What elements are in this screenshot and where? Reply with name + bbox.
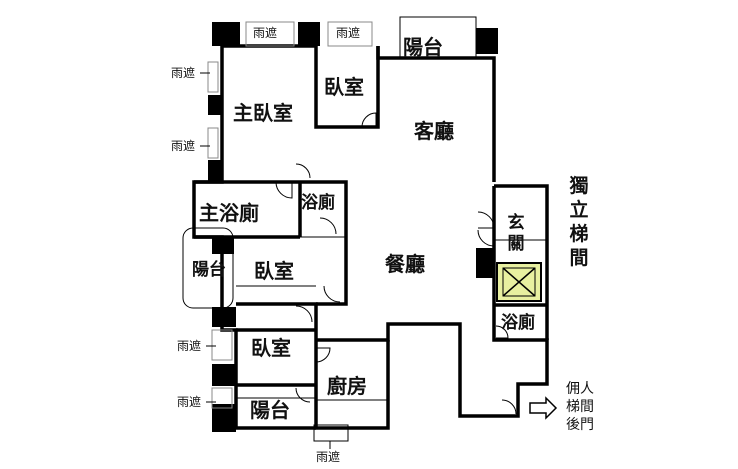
bedroom-top-label: 臥室 [324, 75, 364, 99]
elevator [496, 262, 542, 302]
foyer-label: 玄關 [507, 213, 525, 254]
exit-arrow [529, 396, 558, 420]
pillars [208, 22, 498, 432]
interior-lines [182, 16, 547, 442]
servant-stair-label: 佣人梯間後門 [566, 381, 594, 433]
awning-note-1: 雨遮 [253, 26, 278, 40]
balcony-top-label: 陽台 [403, 35, 443, 59]
windows [207, 21, 373, 409]
master-bath-label: 主浴廁 [199, 201, 259, 225]
bedroom-lower-label: 臥室 [251, 336, 291, 360]
note-pointers [200, 72, 331, 449]
door-swings [275, 112, 517, 415]
master-bedroom-label: 主臥室 [233, 101, 293, 125]
bedroom-middle-label: 臥室 [254, 259, 294, 283]
walls [192, 44, 549, 430]
awning-note-2: 雨遮 [336, 26, 361, 40]
awning-note-6: 雨遮 [177, 395, 202, 409]
kitchen-label: 廚房 [327, 374, 367, 398]
dining-room-label: 餐廳 [385, 252, 425, 276]
independent-stair-label: 獨立梯間 [569, 175, 589, 269]
balcony-bottom-label: 陽台 [250, 398, 290, 422]
awning-note-4: 雨遮 [171, 139, 196, 153]
awning-note-7: 雨遮 [316, 450, 341, 464]
living-room-label: 客廳 [414, 119, 454, 143]
awning-note-3: 雨遮 [171, 66, 196, 80]
balcony-left-label: 陽台 [192, 260, 226, 280]
awning-note-5: 雨遮 [177, 339, 202, 353]
bath-right-label: 浴廁 [501, 313, 535, 333]
bath-small-label: 浴廁 [301, 193, 335, 213]
